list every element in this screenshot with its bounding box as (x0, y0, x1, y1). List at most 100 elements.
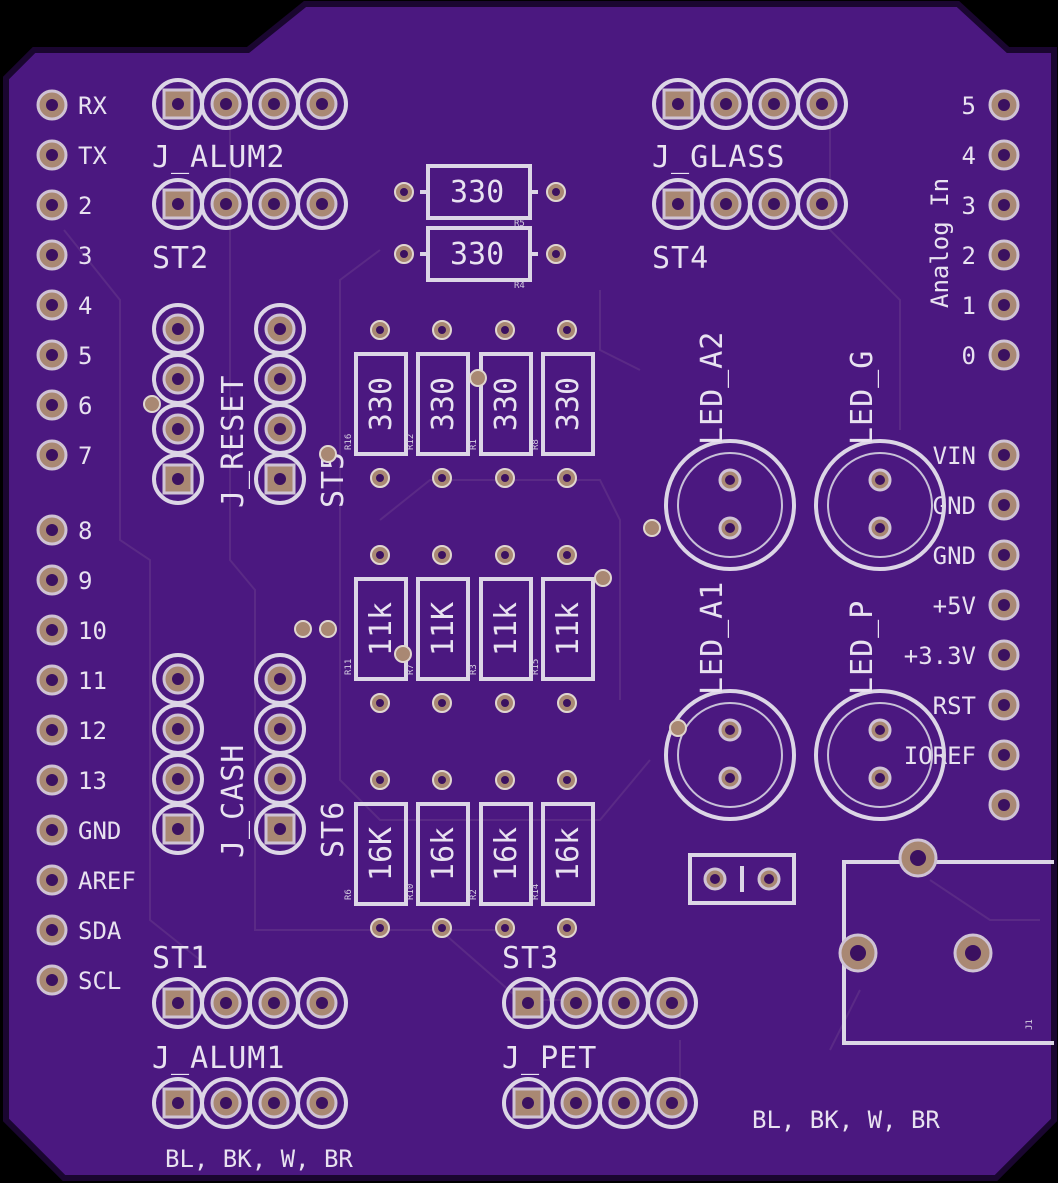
resistor-r5: 330 R5 (394, 164, 566, 229)
j-pet-connector-pin (608, 1087, 640, 1119)
right-header-pin (988, 639, 1020, 671)
led-a1-label: LED_A1 (695, 581, 730, 695)
power-jack-j1: J1 (838, 838, 1054, 1045)
left-header-pin (36, 814, 68, 846)
left-header-pin (36, 139, 68, 171)
left-header-label: 10 (78, 617, 107, 645)
led-a2: LED_A2 (664, 331, 796, 571)
j-pet-connector-pin (512, 1087, 544, 1119)
resistor-r5-value: 330 (450, 175, 504, 210)
j-reset-right-pin (264, 363, 296, 395)
st3-connector (502, 977, 698, 1029)
j-glass-connector-pin (662, 88, 694, 120)
st1-label: ST1 (152, 941, 209, 976)
st2-connector (152, 178, 348, 230)
right-header-label: GND (933, 492, 976, 520)
left-header-label: 4 (78, 292, 92, 320)
right-header-pin (988, 289, 1020, 321)
j-pet-label: J_PET (502, 1041, 597, 1076)
st2-connector-pin (210, 188, 242, 220)
j-reset-right-pin (264, 413, 296, 445)
resistor-ref: R1 (469, 439, 479, 450)
st1-connector-pin (162, 987, 194, 1019)
wire-colors-right: BL, BK, W, BR (752, 1106, 940, 1134)
left-header-label: TX (78, 142, 107, 170)
left-header-label: 8 (78, 517, 92, 545)
left-header-label: AREF (78, 867, 136, 895)
resistor-ref: R10 (406, 884, 416, 900)
st4-connector-pin (662, 188, 694, 220)
resistor-ref: R14 (531, 884, 541, 900)
left-header-label: 3 (78, 242, 92, 270)
j-reset-right-pin (264, 313, 296, 345)
right-header-label: VIN (933, 442, 976, 470)
right-header-pin (988, 789, 1020, 821)
resistor-ref: R11 (344, 659, 354, 675)
j-reset-left-pin (162, 363, 194, 395)
right-header-label: 4 (962, 142, 976, 170)
resistor-ref: R2 (469, 889, 479, 900)
led-p-label: LED_P (845, 600, 880, 695)
j-pet-connector (502, 1077, 698, 1129)
j-reset-right (254, 303, 306, 505)
st2-connector-pin (162, 188, 194, 220)
j-cash-left-pin (162, 713, 194, 745)
resistor-value: 11k (489, 602, 524, 656)
j-cash-right-pin (264, 813, 296, 845)
resistor-ref: R12 (406, 434, 416, 450)
right-header-label: GND (933, 542, 976, 570)
st4-connector-pin (710, 188, 742, 220)
right-header-label: +5V (933, 592, 976, 620)
st4-label: ST4 (652, 241, 709, 276)
left-header-pin (36, 714, 68, 746)
right-header-label: 5 (962, 92, 976, 120)
left-header-pin (36, 614, 68, 646)
left-header-pin (36, 189, 68, 221)
j-glass-connector-pin (710, 88, 742, 120)
left-header-pin (36, 564, 68, 596)
j-cash-right-pin (264, 713, 296, 745)
j-cash-right-pin (264, 663, 296, 695)
resistor-value: 16k (551, 827, 586, 881)
right-header-label: +3.3V (904, 642, 976, 670)
led-g: LED_G (814, 350, 946, 571)
j-alum1-connector (152, 1077, 348, 1129)
left-header-label: RX (78, 92, 107, 120)
right-header-label: IOREF (904, 742, 976, 770)
left-header-pin (36, 389, 68, 421)
left-header-label: SDA (78, 917, 122, 945)
right-header-pin (988, 539, 1020, 571)
st3-connector-pin (512, 987, 544, 1019)
left-header-pin (36, 289, 68, 321)
j-alum2-connector-pin (162, 88, 194, 120)
j-alum1-connector-pin (162, 1087, 194, 1119)
vertical-connectors (152, 303, 306, 855)
st3-connector-pin (608, 987, 640, 1019)
wire-colors-left: BL, BK, W, BR (165, 1145, 353, 1173)
right-header-pin (988, 139, 1020, 171)
two-pin-jumper (688, 853, 796, 905)
st3-label: ST3 (502, 941, 559, 976)
horizontal-connectors (152, 78, 848, 1129)
j-alum1-connector-pin (210, 1087, 242, 1119)
left-header-pin (36, 439, 68, 471)
st3-connector-pin (656, 987, 688, 1019)
led-a1: LED_A1 (664, 581, 796, 821)
right-header-pin (988, 339, 1020, 371)
st2-label: ST2 (152, 241, 209, 276)
left-header-pin (36, 89, 68, 121)
resistor-value: 11k (551, 602, 586, 656)
j-pet-connector-pin (656, 1087, 688, 1119)
j-alum1-connector-pin (306, 1087, 338, 1119)
j-reset-left-pin (162, 413, 194, 445)
resistor-value: 330 (364, 377, 399, 431)
st1-connector-pin (210, 987, 242, 1019)
right-header-pin (988, 489, 1020, 521)
right-header-pin (988, 239, 1020, 271)
left-header-label: 11 (78, 667, 107, 695)
